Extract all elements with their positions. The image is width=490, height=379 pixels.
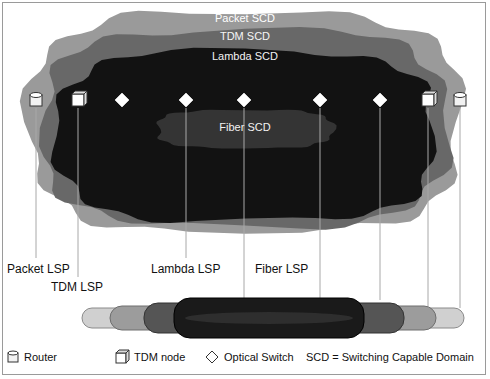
lsp-label: Lambda LSP: [150, 262, 221, 276]
optical-switches: [115, 93, 387, 107]
switching-domain: Lambda SCD Fiber SCD: [44, 44, 446, 228]
domain-label: Lambda SCD: [44, 44, 446, 63]
legend-text: Router: [24, 351, 57, 364]
switching-domain: TDM SCDLambda SCD Fiber SCD: [30, 22, 460, 234]
legend-icons: [8, 350, 218, 363]
legend-text: TDM node: [134, 351, 185, 364]
routers: [30, 93, 466, 107]
domain-label: TDM SCD: [30, 22, 460, 43]
domain-label: Fiber SCD: [150, 106, 340, 134]
leader-lines: [36, 108, 460, 308]
switching-domain: Fiber SCD: [150, 106, 340, 152]
legend-text: SCD = Switching Capable Domain: [306, 351, 474, 364]
lsp-tube: [82, 298, 464, 338]
lsp-label: Fiber LSP: [254, 262, 309, 276]
tdm-nodes: [72, 91, 437, 106]
lsp-label: Packet LSP: [6, 262, 71, 276]
lsp-label: TDM LSP: [50, 280, 104, 294]
switching-domain: Packet SCDTDM SCDLambda SCD Fiber SCD: [16, 4, 474, 240]
domain-label: Packet SCD: [16, 4, 474, 25]
legend-text: Optical Switch: [224, 351, 294, 364]
